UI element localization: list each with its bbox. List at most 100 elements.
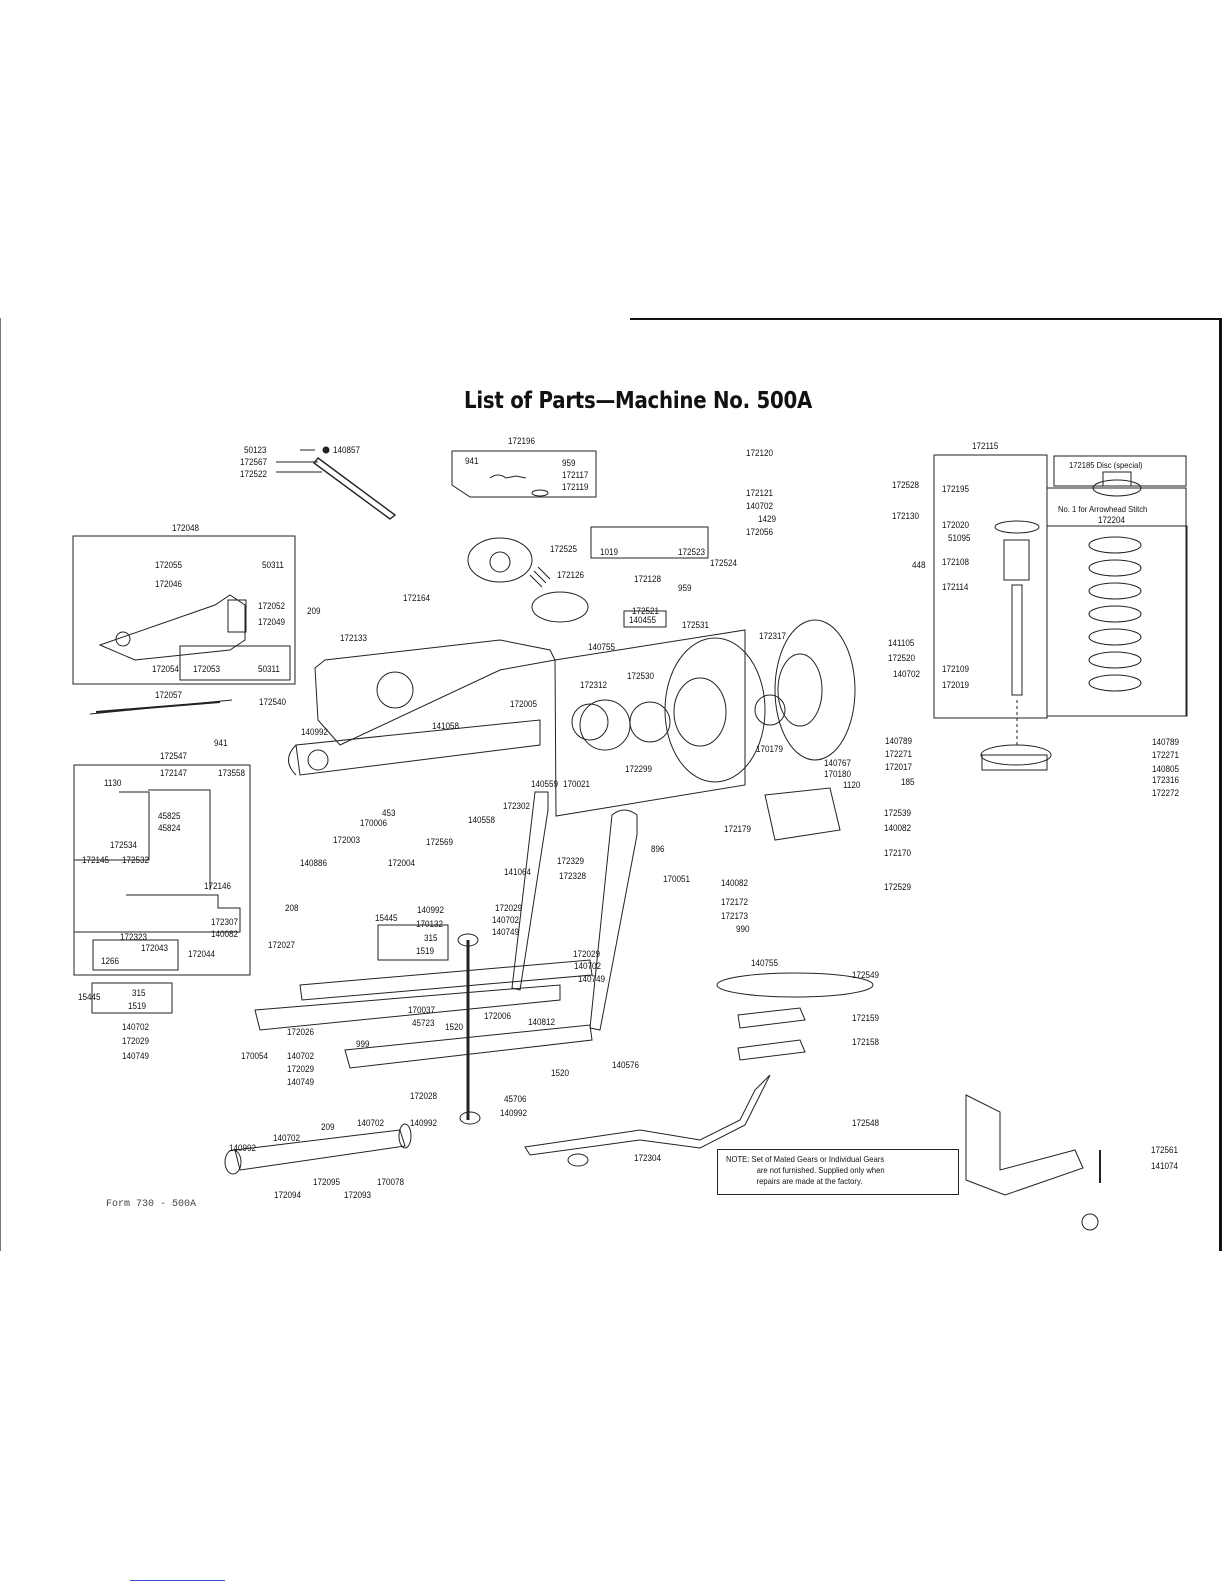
part-label[interactable]: 172028 [410,1091,438,1101]
part-label[interactable]: 140702 [273,1133,301,1143]
part-label[interactable]: 140702 [122,1022,150,1032]
part-label[interactable]: 170179 [756,744,784,754]
part-label[interactable]: 45723 [412,1018,435,1028]
part-label[interactable]: 172049 [258,617,286,627]
part-label[interactable]: 941 [214,738,228,748]
part-label[interactable]: 172523 [678,547,706,557]
part-label[interactable]: 172271 [1152,750,1180,760]
part-label[interactable]: 999 [356,1039,370,1049]
part-label[interactable]: 140082 [721,878,749,888]
part-label[interactable]: 140702 [287,1051,315,1061]
part-label[interactable]: 172271 [885,749,913,759]
part-label[interactable]: 140749 [492,927,520,937]
part-label[interactable]: 172145 [82,855,110,865]
part-label[interactable]: 172316 [1152,775,1180,785]
part-label[interactable]: 170021 [563,779,591,789]
part-label[interactable]: 1130 [104,778,122,788]
part-label[interactable]: 140755 [588,642,616,652]
part-label[interactable]: 315 [132,988,146,998]
part-label[interactable]: 45825 [158,811,181,821]
part-label[interactable]: 141074 [1151,1161,1179,1171]
part-label[interactable]: 170132 [416,919,444,929]
part-label[interactable]: 140992 [417,905,445,915]
part-label[interactable]: 209 [321,1122,335,1132]
part-label[interactable]: 140576 [612,1060,640,1070]
part-label[interactable]: 172529 [884,882,912,892]
part-label[interactable]: 140702 [746,501,774,511]
part-label[interactable]: 172195 [942,484,970,494]
part-label[interactable]: 45824 [158,823,181,833]
part-label[interactable]: 1019 [600,547,619,557]
part-label[interactable]: 172119 [562,482,589,492]
part-label[interactable]: 170054 [241,1051,269,1061]
part-label[interactable]: 172057 [155,690,183,700]
part-label[interactable]: 1520 [551,1068,570,1078]
part-label[interactable]: 140755 [751,958,779,968]
part-label[interactable]: 172095 [313,1177,341,1187]
part-label[interactable]: 140789 [885,736,913,746]
part-label[interactable]: 50311 [258,664,280,674]
part-label[interactable]: 172530 [627,671,655,681]
part-label[interactable]: 172272 [1152,788,1180,798]
part-label[interactable]: 140702 [893,669,921,679]
part-label[interactable]: 50311 [262,560,284,570]
part-label[interactable]: 172312 [580,680,608,690]
part-label[interactable]: 990 [736,924,750,934]
part-label[interactable]: 172117 [562,470,589,480]
part-label[interactable]: 140992 [500,1108,528,1118]
part-label[interactable]: 959 [678,583,692,593]
part-label[interactable]: 141058 [432,721,460,731]
part-label[interactable]: 448 [912,560,926,570]
part-label[interactable]: 172120 [746,448,774,458]
part-label[interactable]: 140992 [229,1143,257,1153]
part-label[interactable]: 453 [382,808,396,818]
part-label[interactable]: 140749 [287,1077,315,1087]
part-label[interactable]: 172052 [258,601,286,611]
part-label[interactable]: 172029 [122,1036,150,1046]
part-label[interactable]: 172528 [892,480,920,490]
part-label[interactable]: 172173 [721,911,749,921]
part-label[interactable]: 172549 [852,970,880,980]
part-label[interactable]: 140886 [300,858,328,868]
part-label[interactable]: 140812 [528,1017,556,1027]
part-label[interactable]: 170180 [824,769,852,779]
part-label[interactable]: 1429 [758,514,777,524]
part-label[interactable]: 50123 [244,445,267,455]
part-label[interactable]: 1519 [416,946,435,956]
part-label[interactable]: 170051 [663,874,691,884]
part-label[interactable]: 172043 [141,943,169,953]
part-label[interactable]: 45706 [504,1094,527,1104]
part-label[interactable]: 170078 [377,1177,405,1187]
part-label[interactable]: 140082 [884,823,912,833]
part-label[interactable]: 172094 [274,1190,302,1200]
part-label[interactable]: 172539 [884,808,912,818]
part-label[interactable]: 140559 [531,779,559,789]
part-label[interactable]: 141105 [888,638,915,648]
part-label[interactable]: 172520 [888,653,916,663]
part-label[interactable]: 172323 [120,932,148,942]
part-label[interactable]: 140992 [410,1118,438,1128]
part-label[interactable]: 172522 [240,469,268,479]
part-label[interactable]: 172020 [942,520,970,530]
part-label[interactable]: 208 [285,903,299,913]
part-label[interactable]: 172521 [632,606,660,616]
part-label[interactable]: 172329 [557,856,585,866]
part-label[interactable]: 172164 [403,593,431,603]
part-label[interactable]: 172029 [495,903,523,913]
part-label[interactable]: 141064 [504,867,532,877]
part-label[interactable]: 140749 [122,1051,150,1061]
part-label[interactable]: 172328 [559,871,587,881]
part-label[interactable]: 172299 [625,764,653,774]
part-label[interactable]: 172005 [510,699,538,709]
part-label[interactable]: 172548 [852,1118,880,1128]
part-label[interactable]: 1519 [128,1001,147,1011]
part-label[interactable]: 172121 [746,488,774,498]
part-label[interactable]: 209 [307,606,321,616]
part-label[interactable]: 140857 [333,445,361,455]
part-label[interactable]: 140558 [468,815,496,825]
part-label[interactable]: 140789 [1152,737,1180,747]
part-label[interactable]: 172525 [550,544,578,554]
part-label[interactable]: 172093 [344,1190,372,1200]
part-label[interactable]: 172302 [503,801,531,811]
part-label[interactable]: 172179 [724,824,752,834]
